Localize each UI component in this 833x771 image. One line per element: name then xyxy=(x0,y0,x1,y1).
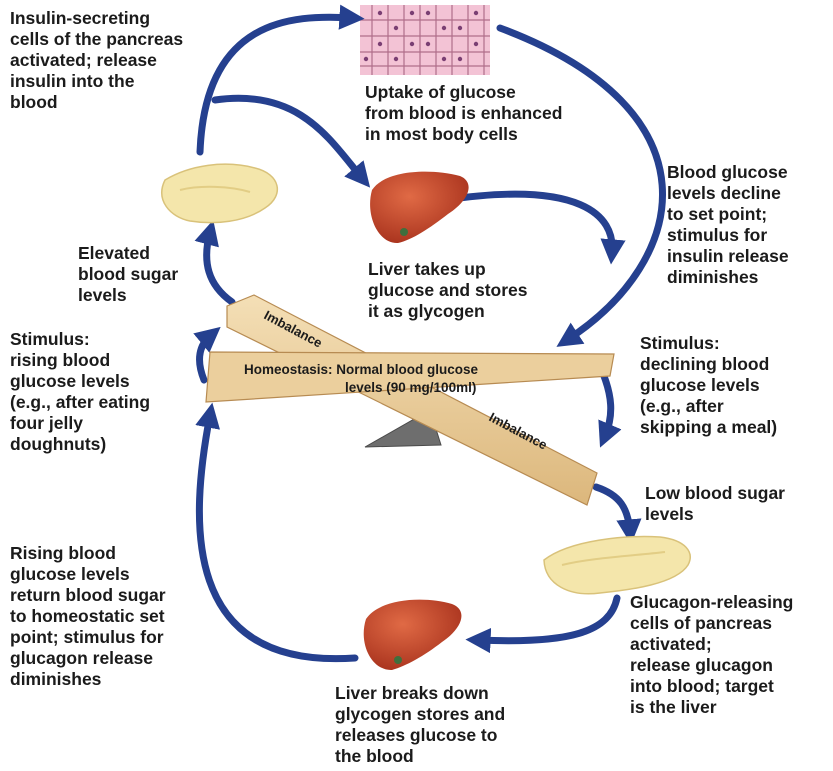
liver-breaks-label: Liver breaks down glycogen stores and re… xyxy=(335,683,505,767)
uptake-label: Uptake of glucose from blood is enhanced… xyxy=(365,82,562,145)
elevated-label: Elevated blood sugar levels xyxy=(78,243,178,306)
rising-return-label: Rising blood glucose levels return blood… xyxy=(10,543,166,690)
decline-label: Blood glucose levels decline to set poin… xyxy=(667,162,789,288)
pancreas-top-image xyxy=(162,164,278,222)
arrow-pancreas-to-liver xyxy=(478,598,617,641)
glucagon-cells-label: Glucagon-releasing cells of pancreas act… xyxy=(630,592,793,718)
low-label: Low blood sugar levels xyxy=(645,483,785,525)
arrow-liver-to-board xyxy=(445,194,612,252)
seesaw: Imbalance Imbalance Homeostasis: Normal … xyxy=(206,295,614,505)
homeostasis-line1: Homeostasis: Normal blood glucose xyxy=(244,362,479,377)
arrow-board-down-right xyxy=(602,371,611,436)
arrow-board-to-low xyxy=(596,487,630,532)
stimulus-declining-label: Stimulus: declining blood glucose levels… xyxy=(640,333,777,438)
body-cells-image xyxy=(360,5,490,75)
arrow-pancreas-to-cells xyxy=(200,17,352,152)
insulin-cells-label: Insulin-secreting cells of the pancreas … xyxy=(10,8,183,113)
arrow-board-to-pancreas-top xyxy=(207,232,232,302)
liver-top-image xyxy=(370,172,469,243)
liver-takes-label: Liver takes up glucose and stores it as … xyxy=(368,259,528,322)
stimulus-rising-label: Stimulus: rising blood glucose levels (e… xyxy=(10,329,150,455)
liver-bottom-image xyxy=(364,600,462,670)
homeostasis-line2: levels (90 mg/100ml) xyxy=(345,380,476,395)
arrow-liver-to-board-left xyxy=(199,415,355,659)
pancreas-bottom-image xyxy=(544,537,690,594)
